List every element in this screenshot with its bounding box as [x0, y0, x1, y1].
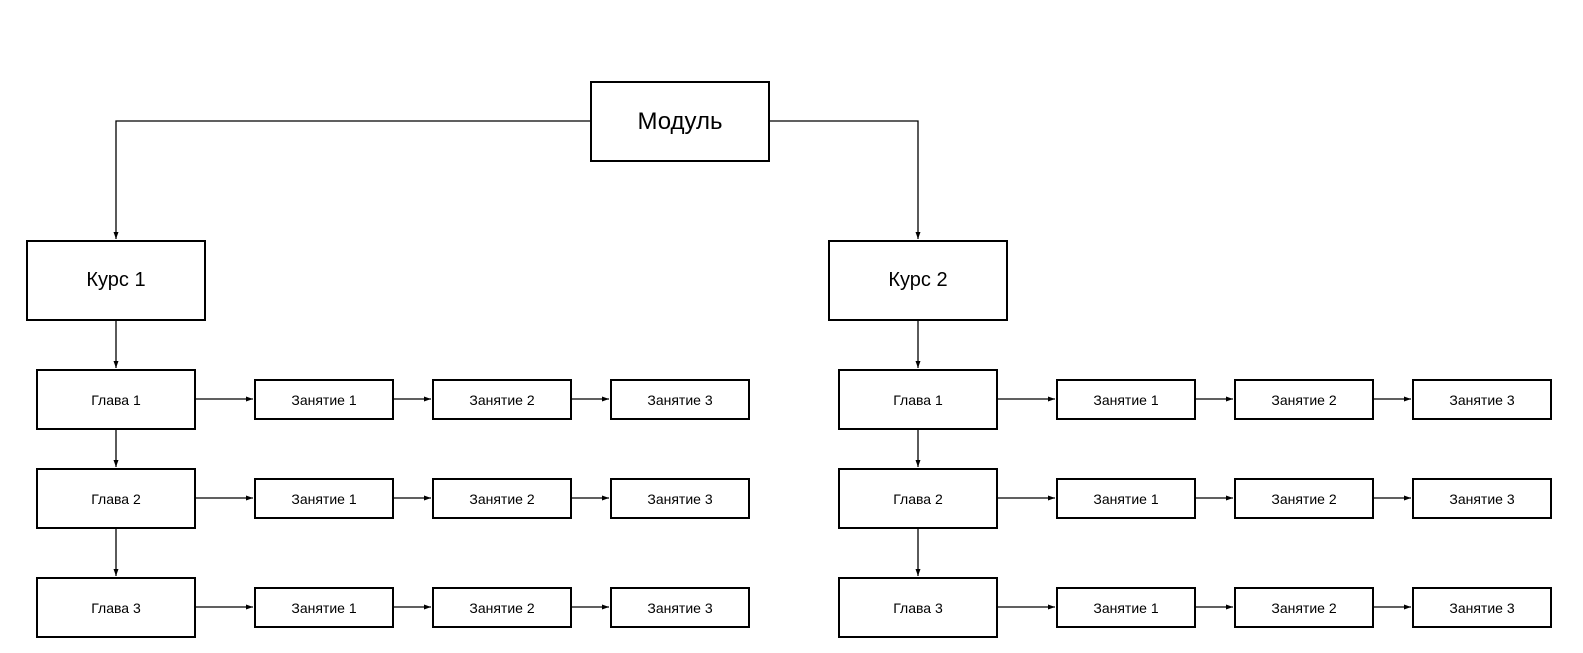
course-2-chapter-3-lesson-1-node: Занятие 1 — [1056, 587, 1196, 628]
course-2-chapter-2-lesson-3-node: Занятие 3 — [1412, 478, 1552, 519]
course-1-chapter-1-lesson-3-node: Занятие 3 — [610, 379, 750, 420]
course-1-chapter-2-lesson-1-label: Занятие 1 — [291, 490, 357, 507]
module-label: Модуль — [637, 107, 723, 135]
course-2-chapter-1-node: Глава 1 — [838, 369, 998, 430]
course-2-chapter-3-label: Глава 3 — [893, 599, 943, 616]
course-2-chapter-2-node: Глава 2 — [838, 468, 998, 529]
course-1-chapter-2-lesson-2-node: Занятие 2 — [432, 478, 572, 519]
course-1-chapter-3-lesson-1-node: Занятие 1 — [254, 587, 394, 628]
course-2-chapter-1-lesson-3-node: Занятие 3 — [1412, 379, 1552, 420]
course-1-chapter-3-lesson-3-node: Занятие 3 — [610, 587, 750, 628]
course-2-chapter-3-lesson-3-node: Занятие 3 — [1412, 587, 1552, 628]
course-2-chapter-3-lesson-1-label: Занятие 1 — [1093, 599, 1159, 616]
course-1-chapter-3-lesson-2-node: Занятие 2 — [432, 587, 572, 628]
connector-module-to-course-1 — [113, 120, 590, 239]
course-1-chapter-2-node: Глава 2 — [36, 468, 196, 529]
course-2-chapter-1-lesson-2-label: Занятие 2 — [1271, 391, 1337, 408]
course-2-chapter-1-lesson-2-node: Занятие 2 — [1234, 379, 1374, 420]
course-2-chapter-3-lesson-2-label: Занятие 2 — [1271, 599, 1337, 616]
course-2-chapter-3-node: Глава 3 — [838, 577, 998, 638]
course-2-chapter-2-lesson-2-label: Занятие 2 — [1271, 490, 1337, 507]
course-2-chapter-2-lesson-3-label: Занятие 3 — [1449, 490, 1515, 507]
course-1-chapter-2-lesson-1-node: Занятие 1 — [254, 478, 394, 519]
module-node: Модуль — [590, 81, 770, 162]
course-1-chapter-3-node: Глава 3 — [36, 577, 196, 638]
course-2-label: Курс 2 — [888, 269, 948, 291]
course-1-chapter-1-lesson-2-label: Занятие 2 — [469, 391, 535, 408]
course-1-label: Курс 1 — [86, 269, 146, 291]
course-1-chapter-2-lesson-2-label: Занятие 2 — [469, 490, 535, 507]
course-1-chapter-1-lesson-1-node: Занятие 1 — [254, 379, 394, 420]
course-1-chapter-2-label: Глава 2 — [91, 490, 141, 507]
course-2-chapter-1-lesson-1-label: Занятие 1 — [1093, 391, 1159, 408]
course-1-chapter-1-lesson-2-node: Занятие 2 — [432, 379, 572, 420]
course-1-chapter-2-lesson-3-node: Занятие 3 — [610, 478, 750, 519]
course-1-node: Курс 1 — [26, 240, 206, 321]
course-1-chapter-1-lesson-1-label: Занятие 1 — [291, 391, 357, 408]
course-2-chapter-3-lesson-3-label: Занятие 3 — [1449, 599, 1515, 616]
connector-module-to-course-2 — [770, 120, 921, 239]
course-2-chapter-2-lesson-1-node: Занятие 1 — [1056, 478, 1196, 519]
course-1-chapter-3-lesson-3-label: Занятие 3 — [647, 599, 713, 616]
course-1-chapter-3-label: Глава 3 — [91, 599, 141, 616]
course-2-chapter-1-label: Глава 1 — [893, 391, 943, 408]
course-1-chapter-1-node: Глава 1 — [36, 369, 196, 430]
course-2-node: Курс 2 — [828, 240, 1008, 321]
course-1-chapter-1-label: Глава 1 — [91, 391, 141, 408]
course-1-chapter-3-lesson-2-label: Занятие 2 — [469, 599, 535, 616]
course-1-chapter-2-lesson-3-label: Занятие 3 — [647, 490, 713, 507]
course-1-chapter-3-lesson-1-label: Занятие 1 — [291, 599, 357, 616]
course-2-chapter-1-lesson-1-node: Занятие 1 — [1056, 379, 1196, 420]
course-2-chapter-3-lesson-2-node: Занятие 2 — [1234, 587, 1374, 628]
course-2-chapter-1-lesson-3-label: Занятие 3 — [1449, 391, 1515, 408]
course-2-chapter-2-lesson-1-label: Занятие 1 — [1093, 490, 1159, 507]
course-1-chapter-1-lesson-3-label: Занятие 3 — [647, 391, 713, 408]
course-2-chapter-2-lesson-2-node: Занятие 2 — [1234, 478, 1374, 519]
course-2-chapter-2-label: Глава 2 — [893, 490, 943, 507]
